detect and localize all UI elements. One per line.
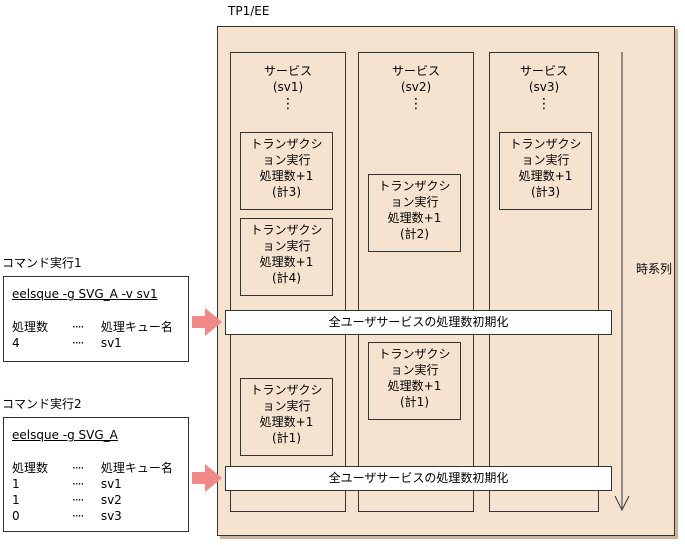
tp1-ee-label: TP1/EE xyxy=(228,4,270,18)
output-header: 処理数 ···· 処理キュー名 xyxy=(12,460,173,476)
reset-bar-1: 全ユーザサービスの処理数初期化 xyxy=(225,310,612,335)
col-queue-header: 処理キュー名 xyxy=(100,461,173,475)
tx-line: トランザクシ xyxy=(509,137,582,151)
output-row: 1 ···· sv2 xyxy=(12,492,122,508)
cell-dots: ···· xyxy=(72,336,84,350)
tx-count: (計1) xyxy=(400,395,429,409)
service-id: (sv2) xyxy=(400,80,432,94)
cell-queue: sv3 xyxy=(100,509,122,523)
tx-line: ョン実行 xyxy=(262,399,311,413)
tx-line: ョン実行 xyxy=(521,153,570,167)
command-2-label: コマンド実行2 xyxy=(2,397,82,411)
time-axis-label: 時系列 xyxy=(636,262,673,276)
reset-bar-2: 全ユーザサービスの処理数初期化 xyxy=(225,466,612,491)
service-title: サービス xyxy=(263,64,312,78)
cell-count: 0 xyxy=(12,509,20,523)
ellipsis-icon: ⋮ xyxy=(409,96,423,112)
service-id: (sv1) xyxy=(272,80,304,94)
transaction-box: トランザクシ ョン実行 処理数+1 (計3) xyxy=(240,132,333,210)
tx-line: トランザクシ xyxy=(378,179,451,193)
tx-count: (計3) xyxy=(272,185,301,199)
cell-queue: sv1 xyxy=(100,336,122,350)
ellipsis-icon: ⋮ xyxy=(537,96,551,112)
tx-count: (計3) xyxy=(531,185,560,199)
tx-line: 処理数+1 xyxy=(259,255,314,269)
ellipsis-icon: ⋮ xyxy=(281,96,295,112)
tx-line: 処理数+1 xyxy=(387,211,442,225)
time-axis-arrowhead-icon xyxy=(614,495,630,512)
service-title: サービス xyxy=(391,64,440,78)
tx-count: (計4) xyxy=(272,271,301,285)
tx-line: トランザクシ xyxy=(250,137,323,151)
command-text: eelsque -g SVG_A -v sv1 xyxy=(12,287,158,301)
transaction-box: トランザクシ ョン実行 処理数+1 (計1) xyxy=(240,378,333,456)
col-dots: ···· xyxy=(72,461,84,475)
tx-line: 処理数+1 xyxy=(387,379,442,393)
transaction-box: トランザクシ ョン実行 処理数+1 (計1) xyxy=(368,342,461,420)
service-title: サービス xyxy=(519,64,568,78)
cell-count: 1 xyxy=(12,493,20,507)
tx-line: ョン実行 xyxy=(390,195,439,209)
col-count-header: 処理数 xyxy=(12,320,49,334)
tx-line: ョン実行 xyxy=(262,239,311,253)
cell-dots: ···· xyxy=(72,477,84,491)
output-header: 処理数 ···· 処理キュー名 xyxy=(12,319,173,335)
command-1-box: eelsque -g SVG_A -v sv1 処理数 ···· 処理キュー名 4… xyxy=(3,276,189,362)
tx-line: トランザクシ xyxy=(378,347,451,361)
output-row: 1 ···· sv1 xyxy=(12,476,122,492)
col-dots: ···· xyxy=(72,320,84,334)
tx-line: ョン実行 xyxy=(390,363,439,377)
service-column-sv2: サービス (sv2) ⋮ xyxy=(358,52,474,512)
tx-count: (計1) xyxy=(272,431,301,445)
tx-line: トランザクシ xyxy=(250,223,323,237)
tx-count: (計2) xyxy=(400,227,429,241)
col-count-header: 処理数 xyxy=(12,461,49,475)
tx-line: トランザクシ xyxy=(250,383,323,397)
service-id: (sv3) xyxy=(528,80,560,94)
tx-line: 処理数+1 xyxy=(518,169,573,183)
transaction-box: トランザクシ ョン実行 処理数+1 (計3) xyxy=(499,132,592,210)
command-text: eelsque -g SVG_A xyxy=(12,428,118,442)
arrow-right-icon xyxy=(192,308,222,336)
command-2-box: eelsque -g SVG_A 処理数 ···· 処理キュー名 1 ···· sv… xyxy=(3,417,189,532)
tx-line: 処理数+1 xyxy=(259,415,314,429)
output-row: 0 ···· sv3 xyxy=(12,508,122,524)
cell-queue: sv2 xyxy=(100,493,122,507)
output-row: 4 ···· sv1 xyxy=(12,335,122,351)
arrow-right-icon xyxy=(192,464,222,492)
cell-dots: ···· xyxy=(72,509,84,523)
tx-line: ョン実行 xyxy=(262,153,311,167)
cell-count: 4 xyxy=(12,336,20,350)
transaction-box: トランザクシ ョン実行 処理数+1 (計2) xyxy=(368,174,461,252)
tx-line: 処理数+1 xyxy=(259,169,314,183)
cell-dots: ···· xyxy=(72,493,84,507)
transaction-box: トランザクシ ョン実行 処理数+1 (計4) xyxy=(240,218,333,296)
cell-count: 1 xyxy=(12,477,20,491)
col-queue-header: 処理キュー名 xyxy=(100,320,173,334)
cell-queue: sv1 xyxy=(100,477,122,491)
service-column-sv3: サービス (sv3) ⋮ xyxy=(489,52,599,512)
command-1-label: コマンド実行1 xyxy=(2,256,82,270)
